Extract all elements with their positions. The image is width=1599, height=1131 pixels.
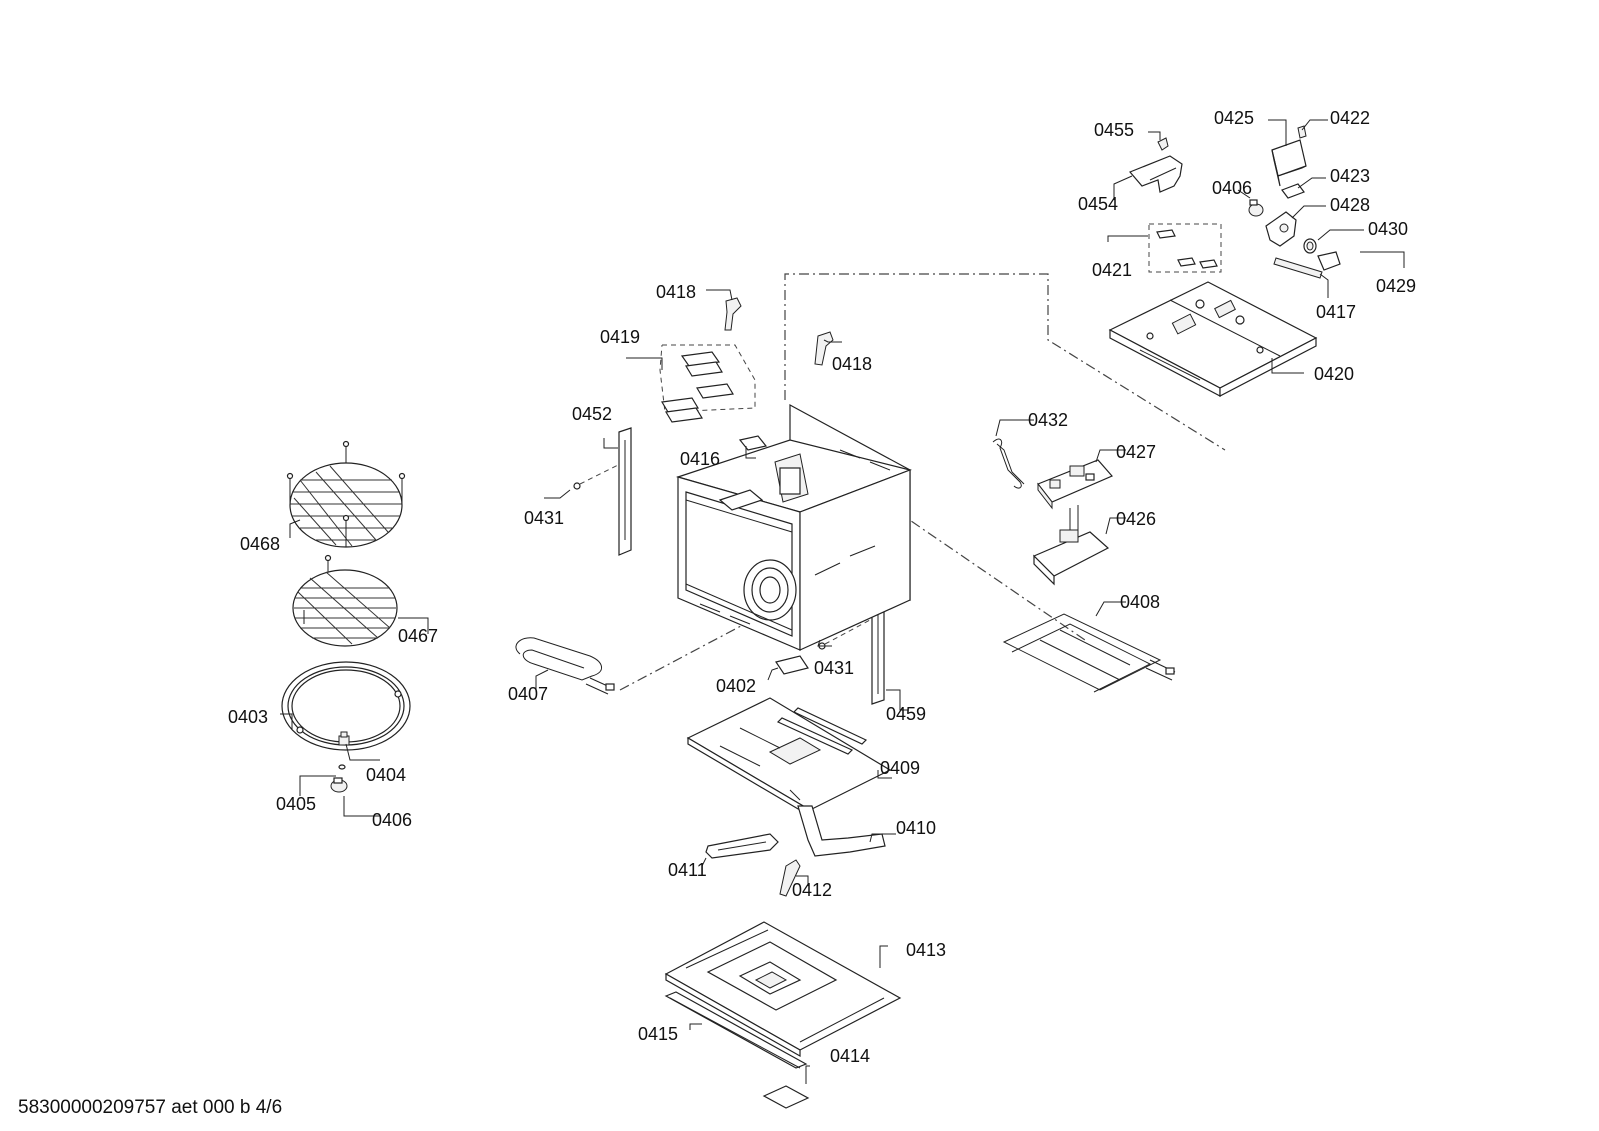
label-0431-a: 0431 bbox=[524, 508, 564, 528]
label-0428: 0428 bbox=[1330, 195, 1370, 215]
clip-parts-0418 bbox=[724, 297, 834, 366]
label-0430: 0430 bbox=[1368, 219, 1408, 239]
oven-cavity-part bbox=[675, 403, 912, 651]
left-side-rail-part bbox=[573, 427, 632, 556]
label-0407: 0407 bbox=[508, 684, 548, 704]
label-0405: 0405 bbox=[276, 794, 316, 814]
sensor-0412 bbox=[779, 859, 801, 897]
pcb-holder-0426 bbox=[1032, 505, 1110, 586]
part-labels: 0455 0425 0422 0454 0423 0406 0428 0430 … bbox=[228, 108, 1416, 1066]
cable-0432 bbox=[992, 438, 1025, 489]
label-plate-0402 bbox=[775, 655, 809, 675]
roller-0430 bbox=[1303, 238, 1317, 254]
label-0426: 0426 bbox=[1116, 509, 1156, 529]
label-0412: 0412 bbox=[792, 880, 832, 900]
foil-pads-0421 bbox=[1156, 229, 1218, 269]
label-0459: 0459 bbox=[886, 704, 926, 724]
leader-lines bbox=[280, 119, 1405, 1084]
ring-part bbox=[338, 764, 346, 770]
base-plate-0409 bbox=[686, 697, 892, 818]
label-0417: 0417 bbox=[1316, 302, 1356, 322]
clip-0455 bbox=[1157, 137, 1169, 151]
label-0413: 0413 bbox=[906, 940, 946, 960]
bottom-cover-0413 bbox=[664, 921, 902, 1058]
label-0421: 0421 bbox=[1092, 260, 1132, 280]
label-0431-b: 0431 bbox=[814, 658, 854, 678]
grill-element-0407 bbox=[515, 637, 615, 695]
label-0403: 0403 bbox=[228, 707, 268, 727]
label-0415: 0415 bbox=[638, 1024, 678, 1044]
label-0408: 0408 bbox=[1120, 592, 1160, 612]
label-0423: 0423 bbox=[1330, 166, 1370, 186]
label-0410: 0410 bbox=[896, 818, 936, 838]
grill-element-0408 bbox=[1002, 613, 1176, 693]
label-0418-b: 0418 bbox=[832, 354, 872, 374]
label-0425: 0425 bbox=[1214, 108, 1254, 128]
low-rack-part bbox=[292, 554, 398, 647]
label-0454: 0454 bbox=[1078, 194, 1118, 214]
high-rack-part bbox=[286, 440, 406, 548]
top-cover-0420 bbox=[1108, 281, 1318, 397]
motor-0406-top bbox=[1248, 199, 1264, 217]
label-0404: 0404 bbox=[366, 765, 406, 785]
label-0467: 0467 bbox=[398, 626, 438, 646]
label-0427: 0427 bbox=[1116, 442, 1156, 462]
motor-part-left bbox=[330, 777, 348, 793]
label-0419: 0419 bbox=[600, 327, 640, 347]
label-0418-a: 0418 bbox=[656, 282, 696, 302]
pcb-0427 bbox=[1037, 459, 1113, 510]
label-0420: 0420 bbox=[1314, 364, 1354, 384]
bracket-0411 bbox=[705, 833, 779, 859]
rail-strip-0415 bbox=[664, 991, 808, 1069]
label-0409: 0409 bbox=[880, 758, 920, 778]
heater-rod-0417 bbox=[1273, 257, 1323, 279]
label-0414: 0414 bbox=[830, 1046, 870, 1066]
document-footer: 58300000209757 aet 000 b 4/6 bbox=[18, 1097, 283, 1118]
coupler-part bbox=[338, 731, 350, 746]
label-0422: 0422 bbox=[1330, 108, 1370, 128]
label-0432: 0432 bbox=[1028, 410, 1068, 430]
lamp-0429 bbox=[1317, 251, 1341, 271]
foil-pads-0419 bbox=[661, 351, 734, 423]
label-0429: 0429 bbox=[1376, 276, 1416, 296]
duct-0410 bbox=[797, 805, 886, 857]
label-0452: 0452 bbox=[572, 404, 612, 424]
label-0411: 0411 bbox=[668, 860, 707, 880]
bracket-0454 bbox=[1128, 155, 1183, 193]
label-0416: 0416 bbox=[680, 449, 720, 469]
insulation-pad-0416 bbox=[738, 435, 768, 451]
screw-0422 bbox=[1297, 125, 1307, 139]
label-0406-top: 0406 bbox=[1212, 178, 1252, 198]
label-plate-0414 bbox=[762, 1085, 810, 1109]
label-0402: 0402 bbox=[716, 676, 756, 696]
label-0406-bottom: 0406 bbox=[372, 810, 412, 830]
label-0455: 0455 bbox=[1094, 120, 1134, 140]
housing-0425 bbox=[1271, 139, 1307, 187]
turntable-ring-part bbox=[281, 661, 411, 751]
motor-0428 bbox=[1265, 211, 1297, 247]
label-0468: 0468 bbox=[240, 534, 280, 554]
